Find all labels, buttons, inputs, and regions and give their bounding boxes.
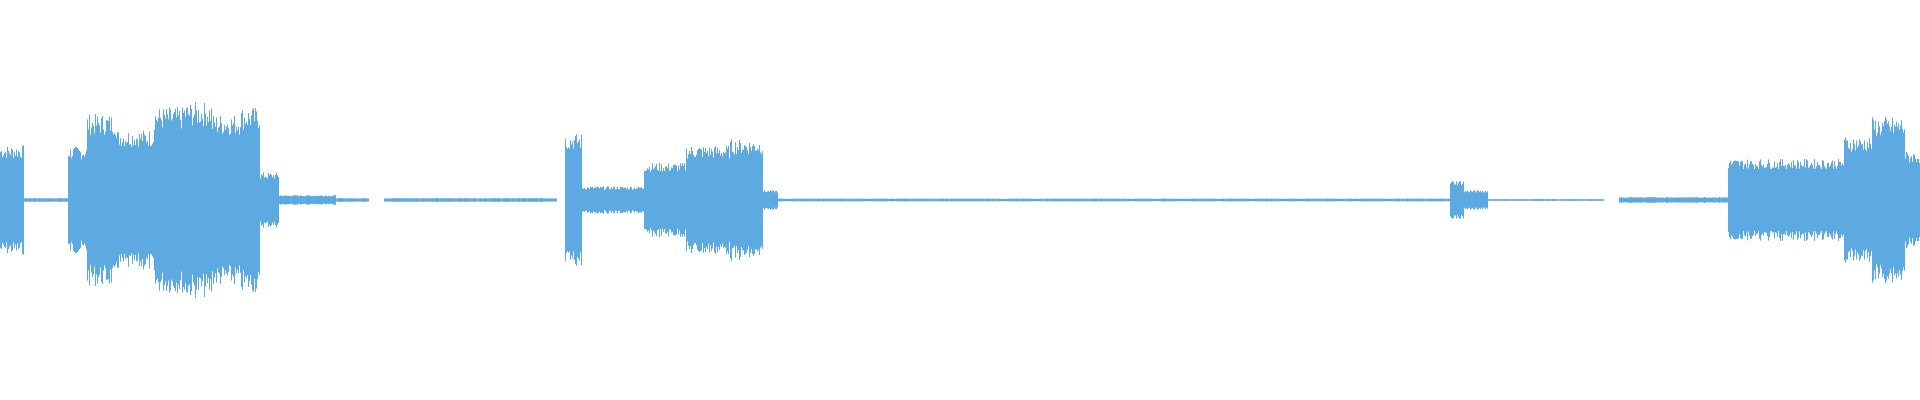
waveform-bars bbox=[0, 102, 1920, 298]
